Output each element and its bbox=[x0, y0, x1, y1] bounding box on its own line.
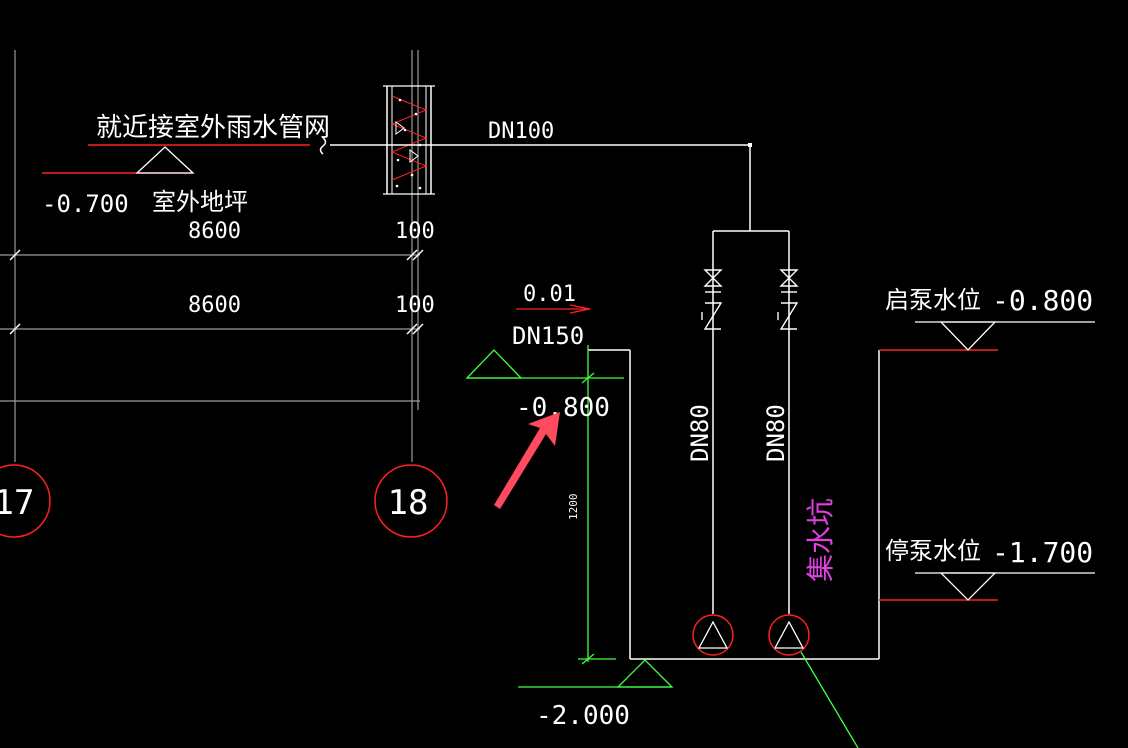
pipe-corner-marker bbox=[748, 143, 752, 147]
valve-left[interactable] bbox=[701, 269, 723, 330]
leader-line bbox=[800, 651, 859, 748]
pump-left[interactable] bbox=[692, 614, 734, 656]
pump-stop-level-mark bbox=[879, 572, 1095, 601]
riser-right-label: DN80 bbox=[762, 404, 790, 462]
outlet-pipe[interactable] bbox=[319, 137, 790, 614]
axis-17-label: 17 bbox=[0, 483, 34, 523]
green-dimension-lines bbox=[465, 345, 674, 688]
pump-right[interactable] bbox=[768, 614, 810, 656]
dimension-ticks bbox=[9, 249, 424, 335]
outdoor-level-value: -0.700 bbox=[42, 190, 129, 218]
highlight-arrow bbox=[494, 412, 560, 509]
pump-stop-level-value: -1.700 bbox=[992, 536, 1093, 569]
dim-100-bottom: 100 bbox=[395, 293, 435, 318]
pipe-dn150-label: DN150 bbox=[512, 322, 584, 350]
axis-bubble-17: 17 bbox=[0, 464, 51, 538]
pipe-dn100-label: DN100 bbox=[488, 119, 554, 144]
outdoor-level-mark bbox=[42, 146, 195, 174]
slope-label: 0.01 bbox=[523, 282, 576, 307]
outlet-note: 就近接室外雨水管网 bbox=[96, 113, 330, 143]
dim-1200-label: 1200 bbox=[567, 494, 580, 521]
sump-label: 集水坑 bbox=[804, 498, 837, 582]
wall-section bbox=[383, 85, 435, 195]
pump-start-level-mark bbox=[879, 321, 1095, 351]
bottom-level-value: -2.000 bbox=[536, 701, 630, 731]
riser-left-label: DN80 bbox=[686, 404, 714, 462]
valve-right[interactable] bbox=[777, 269, 799, 330]
grid-lines bbox=[0, 50, 420, 462]
dim-8600-top: 8600 bbox=[188, 219, 241, 244]
pump-start-level-value: -0.800 bbox=[992, 284, 1093, 317]
dim-100-top: 100 bbox=[395, 219, 435, 244]
outdoor-ground-label: 室外地坪 bbox=[152, 188, 248, 216]
level-top-value: -0.800 bbox=[516, 393, 610, 423]
axis-bubble-18: 18 bbox=[374, 464, 448, 538]
sump-outline bbox=[588, 349, 880, 660]
pump-start-label: 启泵水位 bbox=[885, 286, 981, 314]
slope-arrow bbox=[569, 304, 591, 314]
pump-stop-label: 停泵水位 bbox=[885, 537, 981, 565]
dim-8600-bottom: 8600 bbox=[188, 293, 241, 318]
axis-18-label: 18 bbox=[388, 483, 429, 523]
